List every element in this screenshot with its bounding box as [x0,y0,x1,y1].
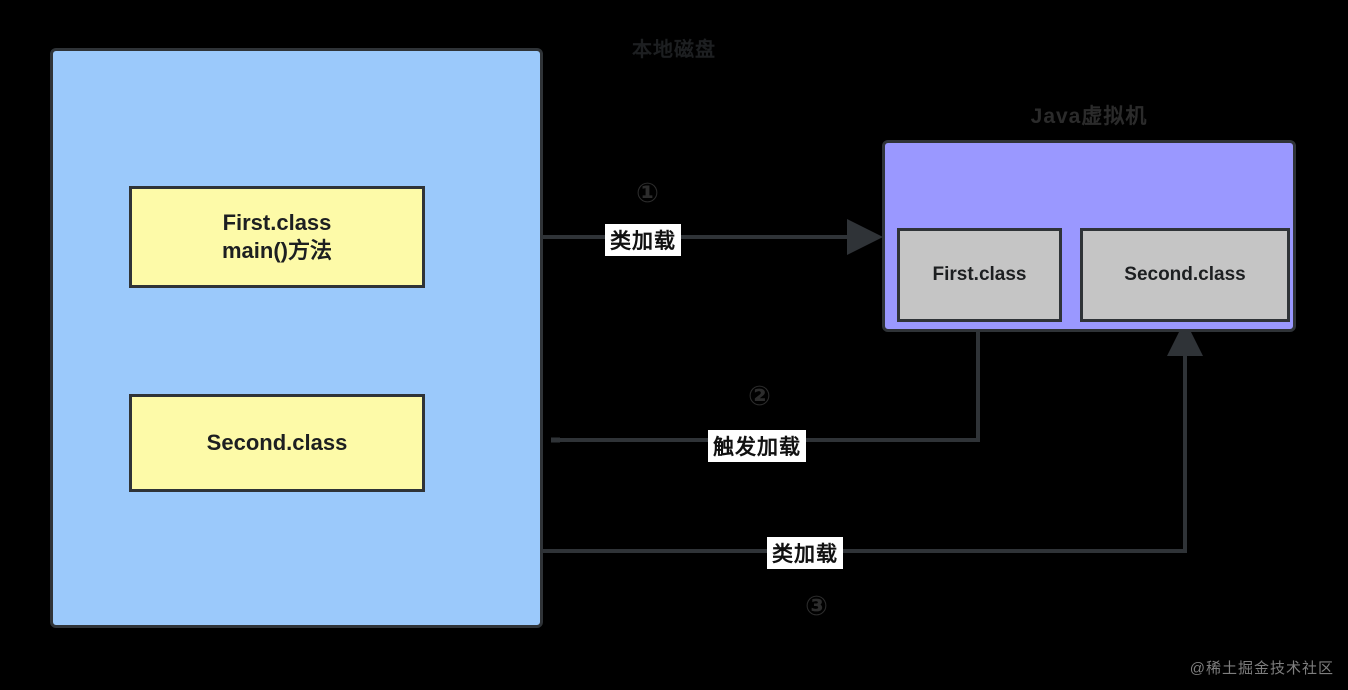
step-marker-2: ② [748,381,771,411]
edge-label-trigger-load: 触发加载 [708,430,806,462]
edge-label-class-load-2: 类加载 [767,537,843,569]
step-marker-3: ③ [805,591,828,621]
watermark: @稀土掘金技术社区 [1189,660,1334,677]
local-disk-title: 本地磁盘 [632,39,716,61]
node-second-class-disk[interactable]: Second.class [129,394,425,492]
step-marker-1: ① [636,178,659,208]
local-disk-container [50,48,543,628]
node-second-class-jvm[interactable]: Second.class [1080,228,1290,322]
node-first-class-jvm[interactable]: First.class [897,228,1062,322]
edge-label-class-load-1: 类加载 [605,224,681,256]
jvm-title: Java虚拟机 [1030,105,1148,128]
